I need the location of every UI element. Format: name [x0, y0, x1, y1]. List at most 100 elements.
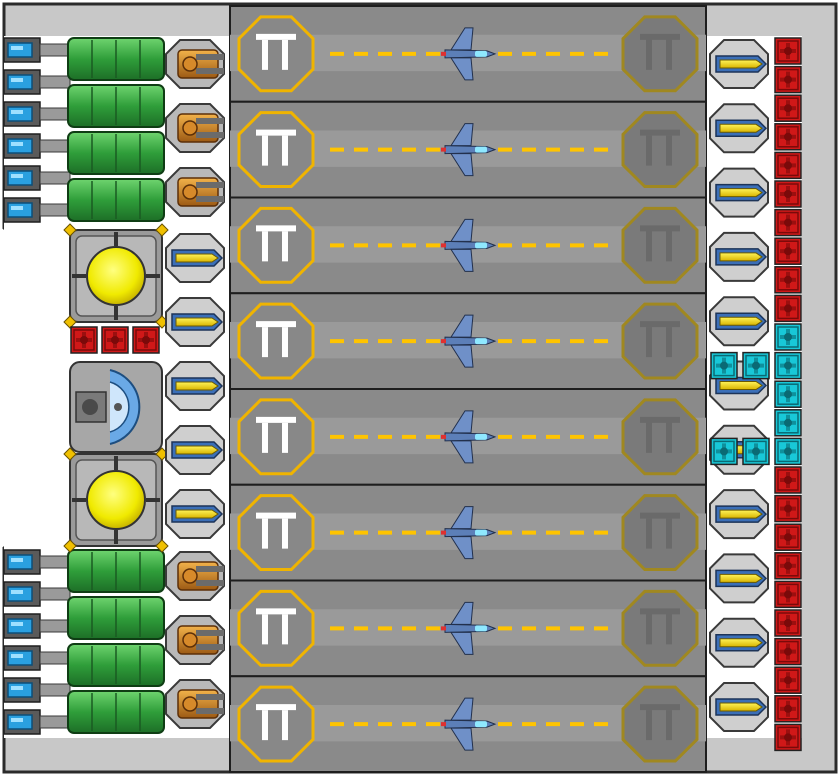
armor-module-icon: [774, 151, 802, 180]
launch-pad-icon[interactable]: [237, 589, 315, 667]
thruster-icon: [3, 677, 71, 703]
fighter-craft-icon[interactable]: [441, 27, 497, 81]
armor-module-icon: [774, 94, 802, 122]
thruster-icon: [3, 165, 71, 191]
turret-icon: [165, 167, 225, 217]
hangar-bay: [229, 196, 707, 295]
missile-launcher-icon: [709, 103, 769, 154]
launch-pad-icon[interactable]: [237, 15, 315, 93]
lane-marker: [522, 147, 536, 152]
armor-module-icon: [774, 494, 802, 523]
lane-marker: [570, 147, 584, 152]
shield-module-icon: [710, 351, 738, 380]
missile-launcher-icon: [709, 167, 769, 218]
armor-module-icon: [774, 180, 802, 208]
lane-marker: [426, 51, 440, 56]
launch-pad-icon[interactable]: [237, 494, 315, 572]
missile-launcher-icon: [709, 39, 769, 89]
landing-pad-icon[interactable]: [621, 398, 699, 476]
launch-pad-icon[interactable]: [237, 398, 315, 476]
fighter-craft-icon[interactable]: [441, 314, 497, 368]
lane-marker: [378, 626, 392, 631]
missile-launcher-icon: [709, 231, 769, 282]
missile-launcher-icon: [165, 425, 225, 475]
lane-marker: [378, 243, 392, 248]
lane-marker: [330, 243, 344, 248]
armor-module-icon: [132, 326, 160, 354]
launch-pad-icon[interactable]: [237, 685, 315, 763]
lane-marker: [354, 147, 368, 152]
fuel-tank-icon: [67, 178, 165, 222]
fuel-tank-icon: [67, 596, 165, 640]
missile-launcher-icon: [709, 296, 769, 347]
landing-pad-icon[interactable]: [621, 206, 699, 284]
left-section: [3, 37, 225, 735]
lane-marker: [570, 722, 584, 727]
lane-marker: [570, 626, 584, 631]
landing-pad-icon[interactable]: [621, 589, 699, 667]
armor-module-icon: [774, 552, 802, 580]
turret-icon: [165, 615, 225, 665]
armor-module-icon: [774, 294, 802, 323]
lane-marker: [378, 434, 392, 439]
fighter-craft-icon[interactable]: [441, 123, 497, 177]
launch-pad-icon[interactable]: [237, 302, 315, 380]
lane-marker: [594, 147, 608, 152]
armor-module-icon: [774, 65, 802, 94]
landing-pad-icon[interactable]: [621, 111, 699, 189]
landing-pad-icon[interactable]: [621, 685, 699, 763]
hangar-bay: [229, 388, 707, 486]
lane-marker: [426, 147, 440, 152]
shield-module-icon: [742, 351, 770, 380]
armor-module-icon: [774, 695, 802, 723]
thruster-icon: [3, 197, 71, 223]
thruster-icon: [3, 613, 71, 639]
lane-marker: [522, 243, 536, 248]
fuel-tank-icon: [67, 549, 165, 593]
lane-marker: [546, 51, 560, 56]
lane-marker: [426, 339, 440, 344]
turret-icon: [165, 679, 225, 729]
launch-pad-icon[interactable]: [237, 206, 315, 284]
shield-module-icon: [774, 380, 802, 408]
fuel-tank-icon: [67, 131, 165, 175]
lane-marker: [426, 530, 440, 535]
lane-marker: [354, 434, 368, 439]
fighter-craft-icon[interactable]: [441, 218, 497, 272]
lane-marker: [522, 722, 536, 727]
lane-marker: [402, 434, 416, 439]
landing-pad-icon[interactable]: [621, 494, 699, 572]
lane-marker: [426, 243, 440, 248]
thruster-icon: [3, 69, 71, 95]
lane-marker: [402, 722, 416, 727]
fighter-craft-icon[interactable]: [441, 506, 497, 560]
lane-marker: [402, 243, 416, 248]
lane-marker: [354, 722, 368, 727]
lane-marker: [546, 626, 560, 631]
lane-marker: [594, 243, 608, 248]
fuel-tank-icon: [67, 37, 165, 81]
lane-marker: [570, 51, 584, 56]
lane-marker: [354, 243, 368, 248]
lane-marker: [498, 626, 512, 631]
lane-marker: [546, 434, 560, 439]
lane-marker: [522, 530, 536, 535]
lane-marker: [354, 51, 368, 56]
fighter-craft-icon[interactable]: [441, 697, 497, 751]
shield-module-icon: [774, 351, 802, 380]
fighter-craft-icon[interactable]: [441, 601, 497, 655]
landing-pad-icon[interactable]: [621, 302, 699, 380]
lane-marker: [594, 339, 608, 344]
fighter-craft-icon[interactable]: [441, 410, 497, 464]
launch-pad-icon[interactable]: [237, 111, 315, 189]
fuel-tank-icon: [67, 84, 165, 128]
lane-marker: [546, 147, 560, 152]
thruster-icon: [3, 581, 71, 607]
lane-marker: [330, 434, 344, 439]
missile-launcher-icon: [709, 682, 769, 732]
landing-pad-icon[interactable]: [621, 15, 699, 93]
lane-marker: [522, 51, 536, 56]
lane-marker: [378, 722, 392, 727]
thruster-icon: [3, 133, 71, 159]
lane-marker: [570, 434, 584, 439]
